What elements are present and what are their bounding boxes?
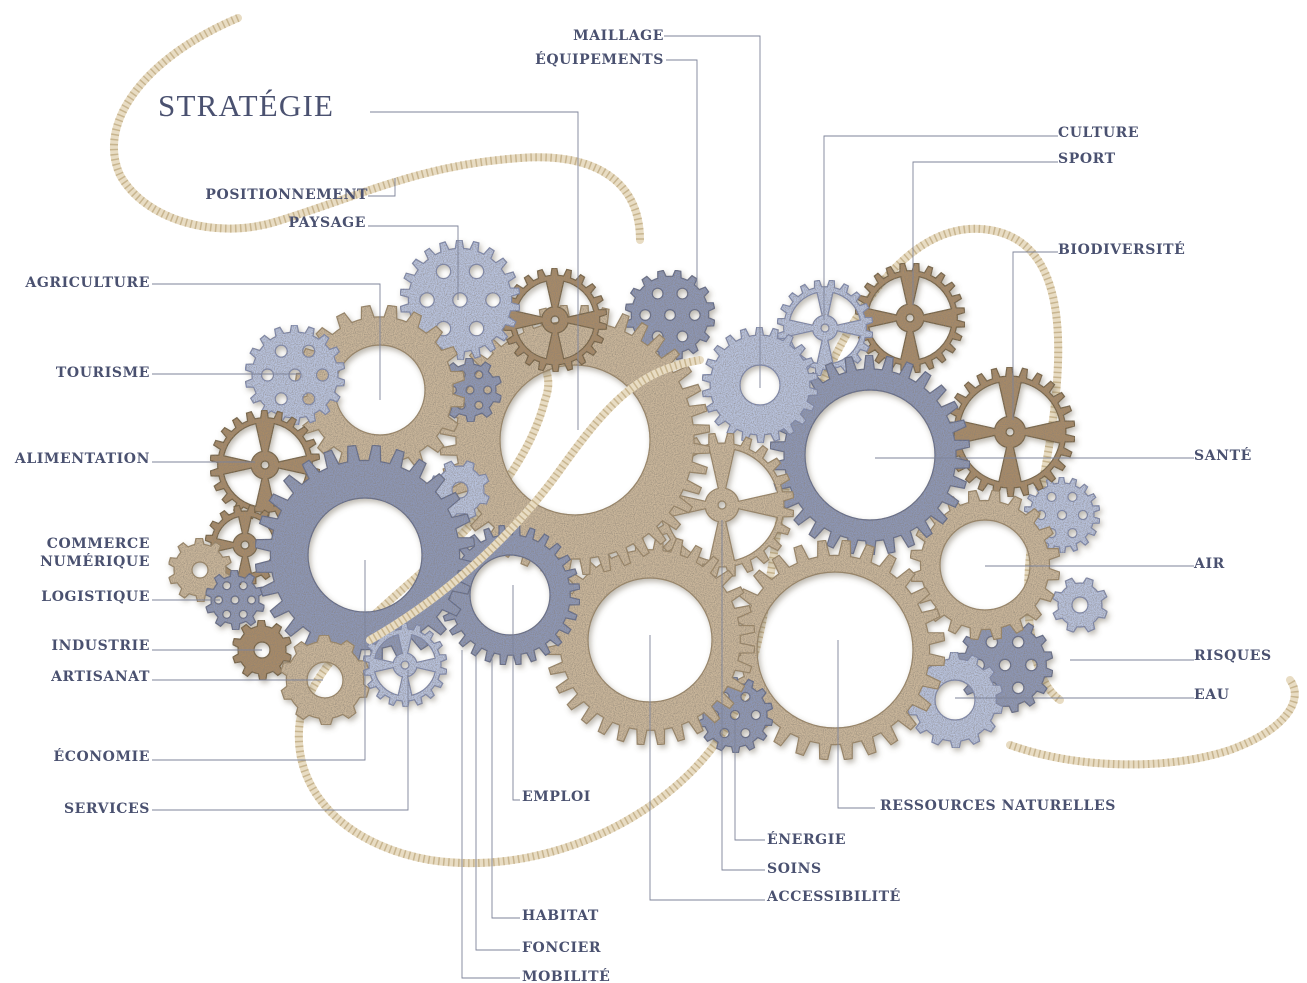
- label-accessibilite: ACCESSIBILITÉ: [766, 887, 901, 905]
- label-alimentation: ALIMENTATION: [14, 451, 150, 467]
- label-culture: CULTURE: [1058, 125, 1139, 141]
- label-industrie: INDUSTRIE: [52, 638, 150, 654]
- label-ressources-naturelles: RESSOURCES NATURELLES: [880, 798, 1116, 814]
- label-paysage: PAYSAGE: [289, 215, 366, 231]
- label-biodiversite: BIODIVERSITÉ: [1058, 240, 1185, 258]
- label-sante: SANTÉ: [1194, 446, 1252, 464]
- label-mobilite: MOBILITÉ: [522, 967, 610, 983]
- label-emploi: EMPLOI: [522, 789, 591, 805]
- labels: MAILLAGE ÉQUIPEMENTS CULTURE SPORT POSIT…: [14, 28, 1272, 983]
- gear-31: [362, 622, 448, 708]
- gear-16: [439, 304, 711, 576]
- gear-6: [909, 489, 1061, 641]
- leader-lines: [152, 35, 1194, 979]
- label-agriculture: AGRICULTURE: [24, 275, 150, 291]
- label-numerique: NUMÉRIQUE: [40, 552, 150, 570]
- label-equipements: ÉQUIPEMENTS: [535, 50, 664, 68]
- label-risques: RISQUES: [1194, 648, 1272, 664]
- label-soins: SOINS: [767, 861, 822, 877]
- diagram-title: STRATÉGIE: [158, 88, 334, 123]
- label-habitat: HABITAT: [522, 908, 599, 924]
- gear-cluster: [167, 239, 1108, 761]
- gear-14: [624, 269, 716, 361]
- label-tourisme: TOURISME: [56, 365, 150, 381]
- label-logistique: LOGISTIQUE: [41, 589, 150, 605]
- label-commerce: COMMERCE: [47, 536, 150, 552]
- gear-12: [701, 326, 819, 444]
- label-economie: ÉCONOMIE: [53, 747, 150, 765]
- gear-2: [1052, 577, 1108, 633]
- label-positionnement: POSITIONNEMENT: [205, 187, 368, 203]
- label-maillage: MAILLAGE: [573, 28, 664, 44]
- label-foncier: FONCIER: [522, 940, 601, 956]
- gear-9: [769, 354, 971, 556]
- label-energie: ÉNERGIE: [767, 830, 846, 848]
- gear-23: [244, 324, 346, 426]
- label-artisanat: ARTISANAT: [50, 669, 150, 685]
- label-eau: EAU: [1194, 687, 1230, 703]
- rope-overlay: [366, 356, 704, 644]
- label-sport: SPORT: [1058, 151, 1116, 167]
- label-air: AIR: [1193, 556, 1225, 572]
- label-services: SERVICES: [64, 801, 150, 817]
